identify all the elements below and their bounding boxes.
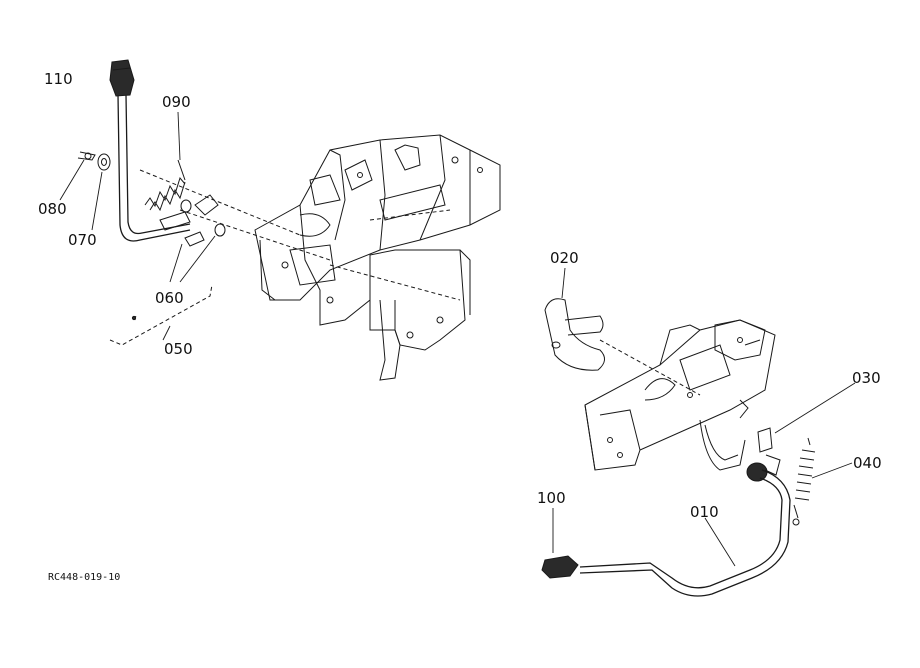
callout-080: 080 xyxy=(38,200,67,218)
callout-100: 100 xyxy=(537,489,566,507)
callout-050: 050 xyxy=(164,340,193,358)
callout-010: 010 xyxy=(690,503,719,521)
callout-040: 040 xyxy=(853,454,882,472)
lever-rod-010 xyxy=(579,469,791,597)
right-assembly xyxy=(541,267,856,597)
bushings-060 xyxy=(159,194,226,247)
assembly-outline-050 xyxy=(109,284,213,346)
bracket-030 xyxy=(746,427,781,482)
pin-080 xyxy=(77,151,96,161)
callout-110: 110 xyxy=(44,70,73,88)
callout-090: 090 xyxy=(162,93,191,111)
left-frame xyxy=(139,134,501,381)
callout-030: 030 xyxy=(852,369,881,387)
callout-020: 020 xyxy=(550,249,579,267)
spring-040 xyxy=(792,437,816,526)
lever-knob-icon xyxy=(109,59,135,97)
left-assembly xyxy=(59,59,501,381)
lever-rod-110 xyxy=(109,59,191,242)
knob-100 xyxy=(541,555,579,579)
callout-060: 060 xyxy=(155,289,184,307)
washer-070 xyxy=(97,153,111,171)
callout-070: 070 xyxy=(68,231,97,249)
knob-icon xyxy=(541,555,579,579)
bracket-020 xyxy=(544,298,605,371)
reference-code: RC448-019-10 xyxy=(48,572,120,583)
spring-090 xyxy=(144,159,186,212)
right-frame xyxy=(584,319,776,471)
